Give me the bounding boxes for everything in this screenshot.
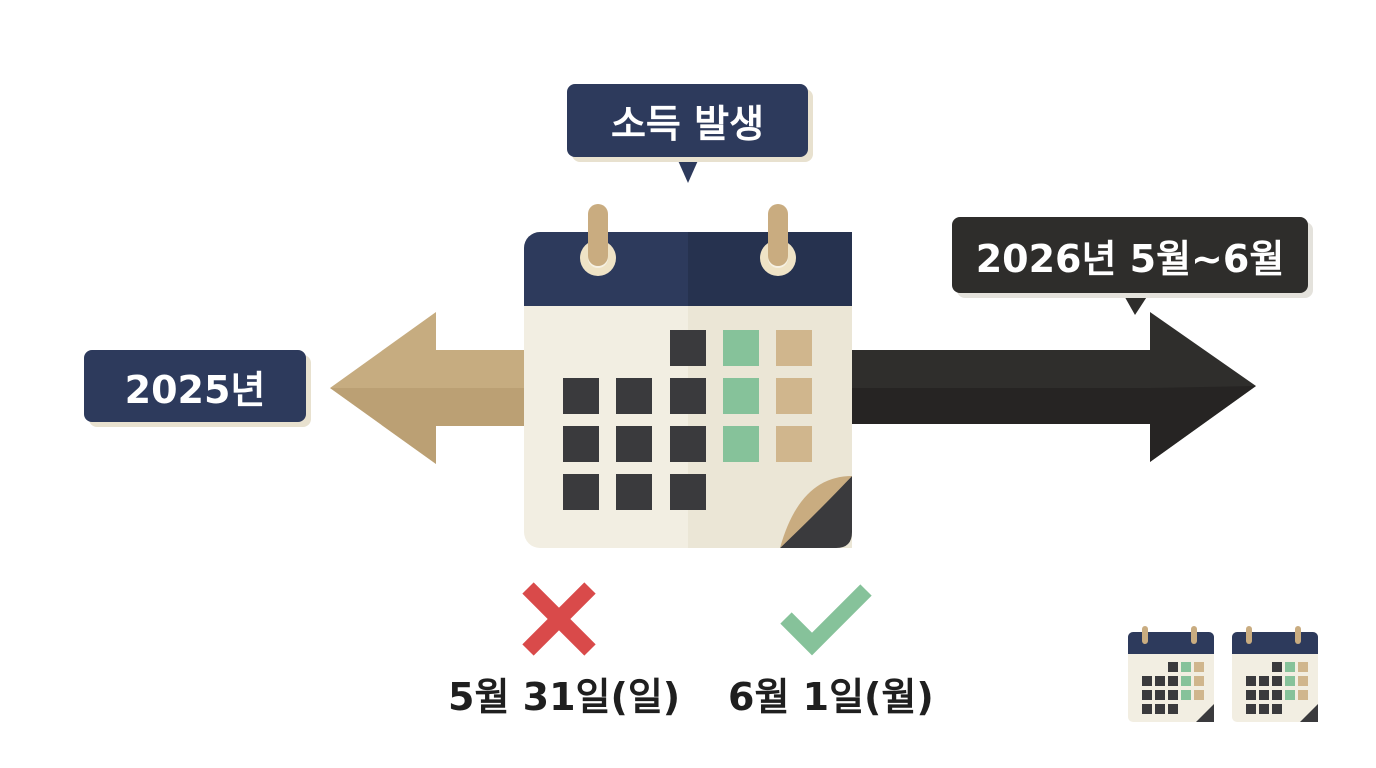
small-calendar-icon	[1232, 626, 1318, 722]
date-label-wrong: 5월 31일(일)	[448, 675, 681, 719]
future-arrow	[840, 312, 1256, 462]
date-label-correct: 6월 1일(월)	[728, 675, 934, 719]
small-calendar-icon	[1128, 626, 1214, 722]
callout-past-year: 2025년	[84, 350, 306, 422]
past-arrow	[330, 312, 540, 464]
check-mark-icon	[780, 584, 872, 656]
x-mark-icon	[522, 582, 596, 656]
callout-income: 소득 발생	[567, 84, 808, 157]
callout-2026-pointer	[1122, 292, 1150, 315]
calendar-icon	[524, 204, 852, 548]
callout-filing-period: 2026년 5월~6월	[952, 217, 1308, 293]
callout-income-pointer	[676, 156, 700, 183]
